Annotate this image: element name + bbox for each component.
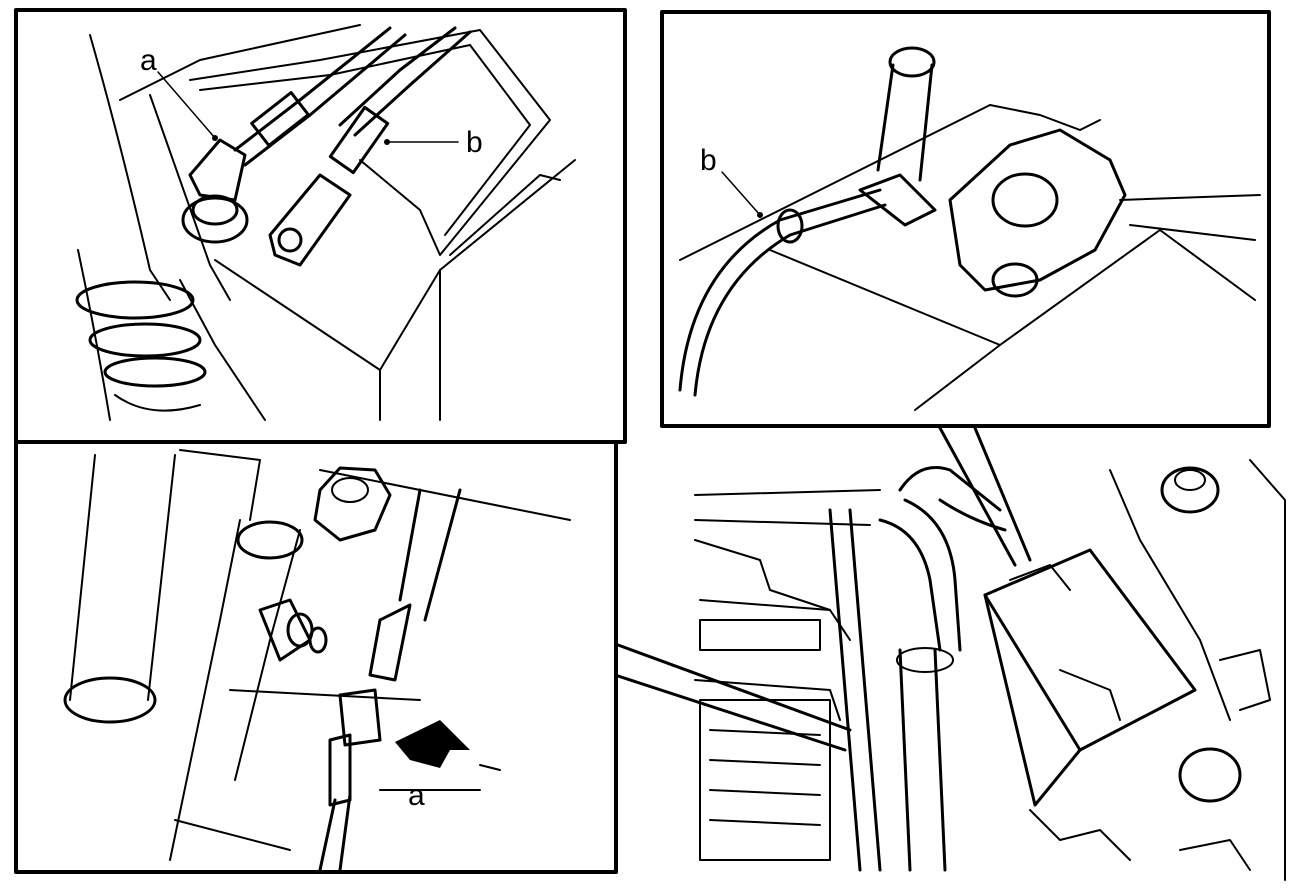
sensor-plug [258,598,328,662]
panel-bottom-right-engine-bay [694,459,1286,881]
panel-top-right: b [660,10,1271,567]
callout-label-b: b [466,126,483,159]
ground-ring-lug [268,173,352,267]
battery-terminal-clamp [948,128,1127,298]
battery-terminal-bolt [181,138,249,244]
arrow-icon [395,720,470,768]
panel-bottom-left: a [14,440,618,874]
callout-label-a: a [140,44,157,77]
hose-clamp [75,280,207,412]
connector-plug [318,688,382,872]
hex-nut [313,466,392,542]
battery-outline [983,548,1197,807]
callout-label-a: a [408,779,425,812]
callout-label-b: b [700,144,717,177]
panel-top-left: a b [14,8,627,444]
